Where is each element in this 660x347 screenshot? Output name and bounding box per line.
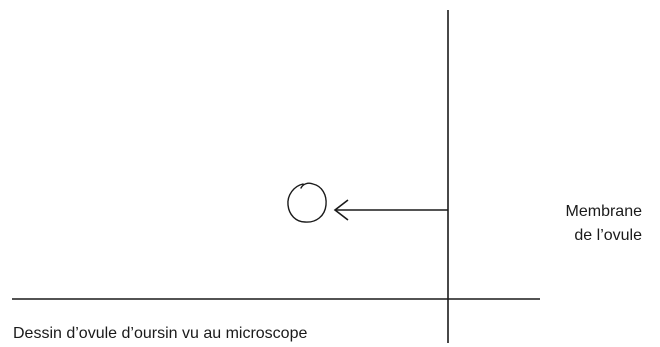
diagram-caption: Dessin d’ovule d’oursin vu au microscope [13, 325, 308, 342]
membrane-label-line2: de l’ovule [574, 227, 642, 244]
membrane-label-line1: Membrane [565, 203, 642, 220]
ovule-circle [287, 182, 327, 223]
membrane-label: Membrane de l’ovule [538, 200, 642, 248]
arrow-head [333, 199, 349, 221]
